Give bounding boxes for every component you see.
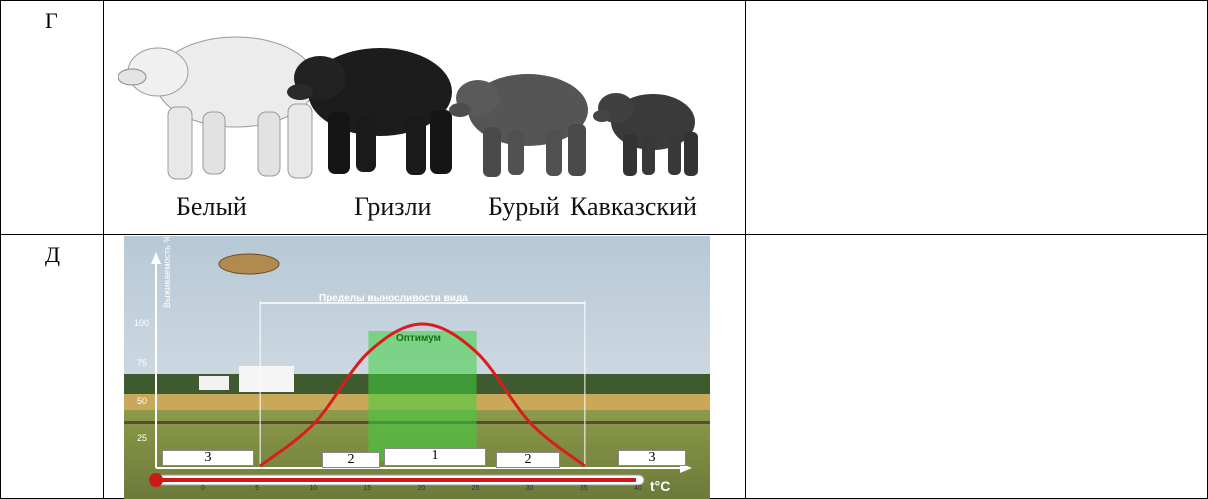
zone-3-right: 3	[618, 450, 686, 466]
optimum-label: Оптимум	[396, 333, 441, 344]
x-tick-5: 5	[255, 485, 260, 492]
bears-illustration	[118, 36, 698, 180]
bears-image: Белый Гризли Бурый Кавказский	[118, 12, 710, 234]
x-tick-15: 15	[363, 485, 372, 492]
row-letter-g: Г	[45, 8, 58, 33]
optimum-band	[368, 331, 477, 461]
caucasian-bear-figure	[593, 93, 698, 176]
table-border-top	[0, 0, 1208, 1]
bear-label-polar: Белый	[176, 192, 247, 221]
x-tick-40: 40	[634, 485, 642, 492]
x-tick-20: 20	[417, 485, 426, 492]
bear-label-caucasian: Кавказский	[570, 192, 697, 221]
zone-3-left: 3	[162, 450, 254, 466]
farmhouse	[239, 366, 294, 392]
bear-label-brown: Бурый	[488, 192, 560, 221]
tolerance-chart: Выживаемость % Пределы выносливости вида…	[124, 236, 710, 499]
x-tick-25: 25	[471, 485, 480, 492]
table-row-divider	[0, 234, 1208, 235]
barn	[199, 376, 229, 390]
zone-2-left: 2	[322, 452, 380, 468]
table-col-divider-2	[745, 0, 746, 499]
y-tick-25: 25	[137, 433, 148, 443]
table-border-left	[0, 0, 1, 499]
x-axis-label: t°C	[650, 478, 671, 494]
y-tick-75: 75	[137, 358, 148, 368]
survival-curve	[259, 322, 586, 468]
y-tick-50: 50	[137, 396, 148, 406]
y-axis-label: Выживаемость %	[162, 236, 172, 308]
x-tick-0: 0	[201, 485, 205, 492]
zone-1: 1	[384, 448, 486, 466]
x-tick-35: 35	[579, 485, 588, 492]
x-tick-30: 30	[525, 485, 534, 492]
grizzly-bear-figure	[287, 48, 452, 175]
moth-icon	[218, 253, 280, 275]
y-tick-100: 100	[134, 318, 150, 328]
y-axis-arrow-icon	[151, 252, 161, 264]
polar-bear-figure	[118, 36, 317, 180]
table-col-divider-1	[103, 0, 104, 499]
bear-label-grizzly: Гризли	[354, 192, 432, 221]
tolerance-limits-label: Пределы выносливости вида	[319, 293, 468, 304]
x-tick-10: 10	[309, 485, 318, 492]
zone-2-right: 2	[496, 452, 560, 468]
row-letter-d: Д	[45, 242, 61, 267]
thermometer-mercury	[156, 478, 636, 482]
brown-bear-figure	[449, 74, 588, 177]
